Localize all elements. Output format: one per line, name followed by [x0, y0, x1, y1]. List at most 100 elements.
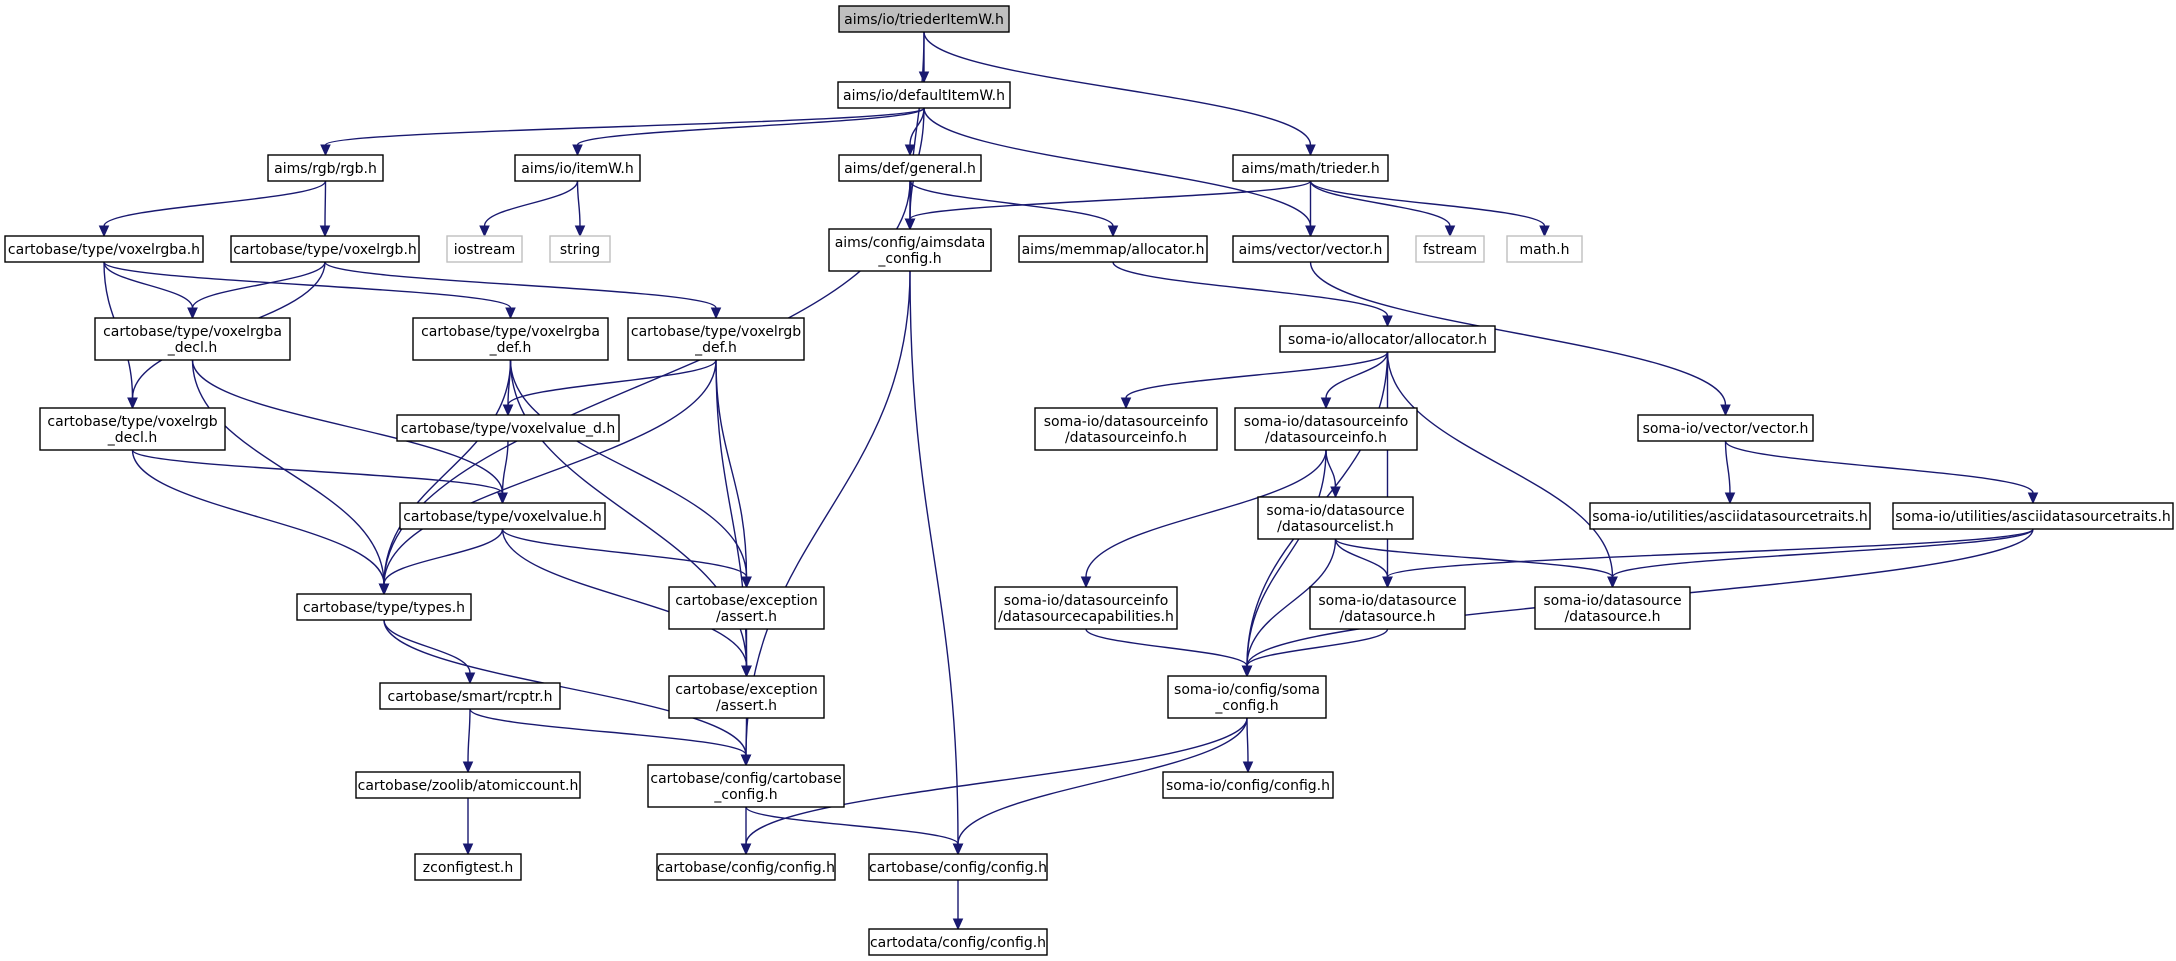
edge-soma_allocator-to-dsinfo_a [1120, 351, 1389, 410]
node-voxelvalue-d[interactable]: cartobase/type/voxelvalue_d.h [396, 414, 620, 442]
node-box [1637, 414, 1814, 442]
node-voxelrgba-decl[interactable]: cartobase/type/voxelrgba_decl.h [94, 317, 291, 361]
node-cartobase-config[interactable]: cartobase/config/cartobase_config.h [647, 764, 845, 808]
node-box [1162, 771, 1334, 799]
node-box [396, 414, 620, 442]
node-dsinfo-b[interactable]: soma-io/datasourceinfo/datasourceinfo.h [1234, 407, 1418, 451]
node-label: aims/math/trieder.h [1241, 161, 1379, 177]
node-zconfigtest[interactable]: zconfigtest.h [414, 853, 522, 881]
edge-cartobase_config-to-cartobase_config_b [745, 806, 964, 856]
node-label: _def.h [489, 340, 532, 356]
edge-atomiccount-to-zconfigtest [462, 798, 474, 856]
node-label: iostream [454, 242, 516, 258]
node-asciitraits-a[interactable]: soma-io/utilities/asciidatasourcetraits.… [1589, 502, 1871, 530]
node-aims-vector[interactable]: aims/vector/vector.h [1232, 235, 1389, 263]
edge-soma_vector-to-asciitraits_a [1724, 440, 1736, 505]
edge-dsinfo_b-to-datasourcelist [1325, 449, 1341, 499]
node-soma-config[interactable]: soma-io/config/soma_config.h [1167, 675, 1327, 719]
node-rgb[interactable]: aims/rgb/rgb.h [267, 154, 384, 182]
edge-voxelrgb_def-to-assert_a [715, 359, 752, 589]
node-default-item-w[interactable]: aims/io/defaultItemW.h [837, 81, 1011, 109]
edge-math_trieder-to-aims_vector [1305, 181, 1316, 238]
node-voxelvalue[interactable]: cartobase/type/voxelvalue.h [399, 502, 606, 530]
edge-default_item_w-to-rgb [320, 107, 925, 157]
node-box [1892, 502, 2174, 530]
edge-rgb-to-voxelrgb [319, 180, 331, 238]
edge-math_trieder-to-math [1309, 180, 1550, 238]
node-label: _decl.h [107, 430, 157, 446]
node-item-w[interactable]: aims/io/itemW.h [514, 154, 641, 182]
node-def-general[interactable]: aims/def/general.h [838, 154, 982, 182]
node-label: math.h [1520, 242, 1570, 258]
node-voxelrgba[interactable]: cartobase/type/voxelrgba.h [4, 235, 204, 263]
node-box [1257, 496, 1414, 540]
node-box [656, 853, 836, 881]
node-label: aims/io/defaultItemW.h [843, 88, 1005, 104]
node-math-trieder[interactable]: aims/math/trieder.h [1232, 154, 1389, 182]
node-label: _config.h [1214, 698, 1278, 714]
node-label: fstream [1423, 242, 1477, 258]
node-soma-io-config[interactable]: soma-io/config/config.h [1162, 771, 1334, 799]
edge-memmap_allocator-to-soma_allocator [1112, 261, 1393, 328]
node-label: aims/io/itemW.h [521, 161, 633, 177]
node-box [647, 764, 845, 808]
node-label: cartobase/type/voxelrgb [47, 414, 217, 430]
edge-soma_config-to-cartobase_config_b [952, 717, 1248, 856]
node-label: cartobase/type/voxelrgba [421, 324, 600, 340]
node-assert-b[interactable]: cartobase/exception/assert.h [668, 675, 825, 719]
node-voxelrgb[interactable]: cartobase/type/voxelrgb.h [230, 235, 420, 263]
node-memmap-allocator[interactable]: aims/memmap/allocator.h [1018, 235, 1208, 263]
edge-soma_allocator-to-dsinfo_b [1320, 351, 1389, 410]
node-box [1279, 325, 1496, 353]
node-datasource-a[interactable]: soma-io/datasource/datasource.h [1309, 586, 1466, 630]
node-datasource-b[interactable]: soma-io/datasource/datasource.h [1534, 586, 1691, 630]
node-box [39, 407, 226, 451]
node-asciitraits-b[interactable]: soma-io/utilities/asciidatasourcetraits.… [1892, 502, 2174, 530]
node-voxelrgb-decl[interactable]: cartobase/type/voxelrgb_decl.h [39, 407, 226, 451]
node-label: /datasourceinfo.h [1065, 430, 1187, 446]
edge-datasourcelist-to-datasource_b [1334, 538, 1618, 589]
node-soma-allocator[interactable]: soma-io/allocator/allocator.h [1279, 325, 1496, 353]
node-dsinfo-a[interactable]: soma-io/datasourceinfo/datasourceinfo.h [1034, 407, 1218, 451]
edge-soma_allocator-to-datasource_b [1386, 351, 1618, 589]
node-cartodata-config[interactable]: cartodata/config/config.h [868, 928, 1048, 956]
edge-voxelvalue-to-assert_a [501, 528, 752, 589]
node-cartobase-config-a[interactable]: cartobase/config/config.h [656, 853, 836, 881]
node-box [1034, 407, 1218, 451]
node-assert-a[interactable]: cartobase/exception/assert.h [668, 586, 825, 630]
node-dscapabilities[interactable]: soma-io/datasourceinfo/datasourcecapabil… [994, 586, 1178, 630]
node-box [267, 154, 384, 182]
node-box [1506, 235, 1583, 263]
node-rcptr[interactable]: cartobase/smart/rcptr.h [379, 682, 561, 710]
node-label: soma-io/utilities/asciidatasourcetraits.… [1895, 509, 2171, 525]
node-label: cartobase/zoolib/atomiccount.h [358, 778, 579, 794]
node-box [837, 81, 1011, 109]
node-box [399, 502, 606, 530]
node-datasourcelist[interactable]: soma-io/datasource/datasourcelist.h [1257, 496, 1414, 540]
node-types[interactable]: cartobase/type/types.h [296, 593, 472, 621]
node-label: _config.h [877, 251, 941, 267]
node-label: /assert.h [716, 698, 777, 714]
node-label: cartobase/smart/rcptr.h [388, 689, 553, 705]
node-label: cartobase/type/types.h [303, 600, 465, 616]
node-box [296, 593, 472, 621]
node-label: cartobase/config/config.h [657, 860, 835, 876]
node-box [838, 154, 982, 182]
edge-aimsdata_config-to-cartobase_config_b [909, 270, 964, 856]
node-aimsdata-config[interactable]: aims/config/aimsdata_config.h [828, 228, 992, 272]
node-label: soma-io/utilities/asciidatasourcetraits.… [1592, 509, 1868, 525]
node-box [412, 317, 609, 361]
node-box [994, 586, 1178, 630]
node-trieder-item-w[interactable]: aims/io/triederItemW.h [838, 5, 1010, 33]
node-voxelrgb-def[interactable]: cartobase/type/voxelrgb_def.h [627, 317, 805, 361]
node-soma-vector[interactable]: soma-io/vector/vector.h [1637, 414, 1814, 442]
node-box [446, 235, 523, 263]
node-label: /assert.h [716, 609, 777, 625]
node-cartobase-config-b[interactable]: cartobase/config/config.h [868, 853, 1048, 881]
edge-voxelrgb_decl-to-types [131, 449, 390, 596]
node-atomiccount[interactable]: cartobase/zoolib/atomiccount.h [355, 771, 581, 799]
node-voxelrgba-def[interactable]: cartobase/type/voxelrgba_def.h [412, 317, 609, 361]
node-box [1534, 586, 1691, 630]
node-label: aims/def/general.h [844, 161, 976, 177]
